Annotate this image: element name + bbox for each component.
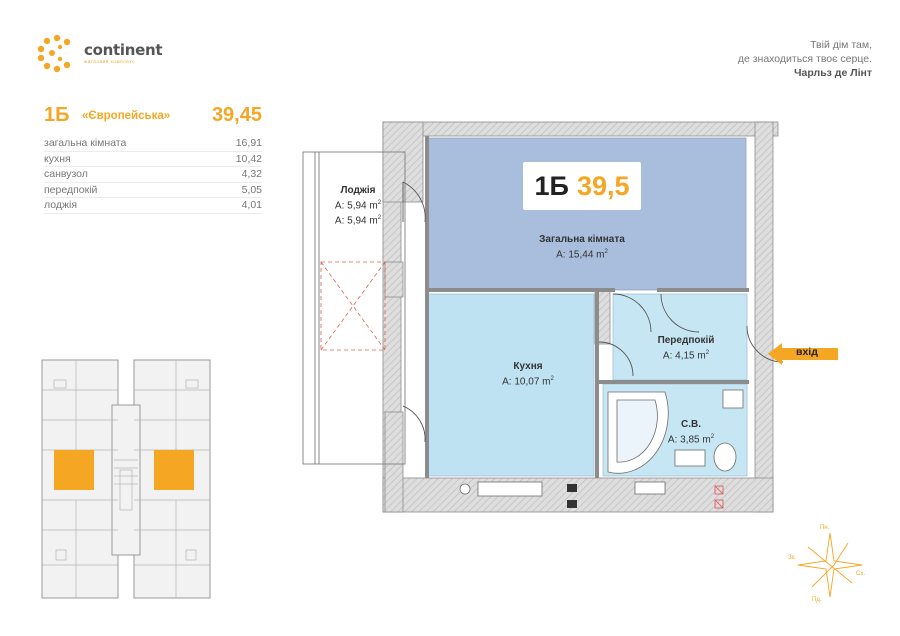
compass-east: Сх. xyxy=(856,571,865,577)
apartment-header: 1Б «Європейська» 39,45 xyxy=(44,104,262,130)
area-unit-sup: 2 xyxy=(705,350,710,356)
compass-rose-icon xyxy=(797,532,863,598)
quote-line-2: де знаходиться твоє серце. xyxy=(737,53,872,65)
room-area: 4,01 xyxy=(241,199,262,212)
table-row: передпокій 5,05 xyxy=(44,183,262,198)
highlighted-apartment xyxy=(54,450,194,490)
area-unit-sup: 2 xyxy=(710,434,715,440)
quote-line-1: Твій дім там, xyxy=(810,39,872,51)
room-name: загальна кімната xyxy=(44,137,127,150)
apartment-plan xyxy=(302,121,784,513)
entry-label: вхід xyxy=(796,346,818,358)
loggia-area-1: A: 5,94 m xyxy=(334,200,378,212)
kitchen-area xyxy=(427,293,595,477)
hallway-name: Передпокій xyxy=(657,335,715,346)
loggia-area-2: A: 5,94 m xyxy=(334,215,378,227)
logo-mark-icon xyxy=(37,34,71,73)
living-room-area: A: 15,44 m xyxy=(556,249,605,261)
area-unit-sup: 2 xyxy=(377,215,382,222)
entry-marker: вхід xyxy=(768,343,838,365)
table-row: санвузол 4,32 xyxy=(44,167,262,183)
hallway-area xyxy=(612,293,748,381)
area-unit-sup: 2 xyxy=(550,376,554,382)
compass-west: Зх. xyxy=(788,555,797,561)
loggia-label: Лоджія A: 5,94 m2 A: 5,94 m2 xyxy=(318,185,398,228)
quote-block: Твій дім там, де знаходиться твоє серце.… xyxy=(612,38,872,80)
hallway-area: A: 4,15 m xyxy=(662,350,706,362)
plan-badge-area: 39,5 xyxy=(576,171,630,201)
compass-south: Пд. xyxy=(812,597,822,603)
room-area: 5,05 xyxy=(241,183,262,196)
table-row: загальна кімната 16,91 xyxy=(44,136,262,152)
living-room-label: Загальна кімната A: 15,44 m2 xyxy=(512,234,652,261)
room-name: кухня xyxy=(44,152,71,165)
compass: Пн. Пд. Сх. Зх. xyxy=(788,525,870,605)
area-unit-sup: 2 xyxy=(377,200,382,206)
loggia-name: Лоджія xyxy=(340,185,376,196)
hallway-label: Передпокій A: 4,15 m2 xyxy=(646,335,726,362)
kitchen-label: Кухня A: 10,07 m2 xyxy=(478,361,578,388)
table-row: лоджія 4,01 xyxy=(44,198,262,214)
brand-tagline: житловий комплекс xyxy=(84,59,135,64)
area-unit-sup: 2 xyxy=(604,249,608,255)
apartment-code: 1Б xyxy=(44,104,70,126)
table-row: кухня 10,42 xyxy=(44,152,262,167)
bathroom-name: С.В. xyxy=(681,419,701,430)
living-room-area xyxy=(427,137,747,291)
compass-north: Пн. xyxy=(820,525,830,531)
room-area: 16,91 xyxy=(235,137,262,150)
apartment-total-area: 39,45 xyxy=(211,104,262,126)
brand-name: continent xyxy=(84,41,163,59)
building-floor-plan xyxy=(41,359,211,599)
bathroom-area: A: 3,85 m xyxy=(667,434,711,446)
apartment-name: «Європейська» xyxy=(82,110,171,122)
entry-arrow-icon xyxy=(768,343,838,365)
kitchen-area: A: 10,07 m xyxy=(502,376,551,388)
room-area: 4,32 xyxy=(241,168,262,181)
room-name: лоджія xyxy=(44,199,78,212)
quote-author: Чарльз де Лінт xyxy=(794,67,872,79)
living-room-name: Загальна кімната xyxy=(539,234,625,245)
room-area: 10,42 xyxy=(235,152,262,165)
plan-badge-code: 1Б xyxy=(534,171,569,201)
room-name: передпокій xyxy=(44,183,98,196)
bathroom-label: С.В. A: 3,85 m2 xyxy=(654,419,728,446)
area-table: загальна кімната 16,91 кухня 10,42 санву… xyxy=(44,136,262,214)
brand-logo: continent житловий комплекс xyxy=(37,33,167,73)
room-name: санвузол xyxy=(44,168,88,181)
kitchen-name: Кухня xyxy=(513,361,543,372)
